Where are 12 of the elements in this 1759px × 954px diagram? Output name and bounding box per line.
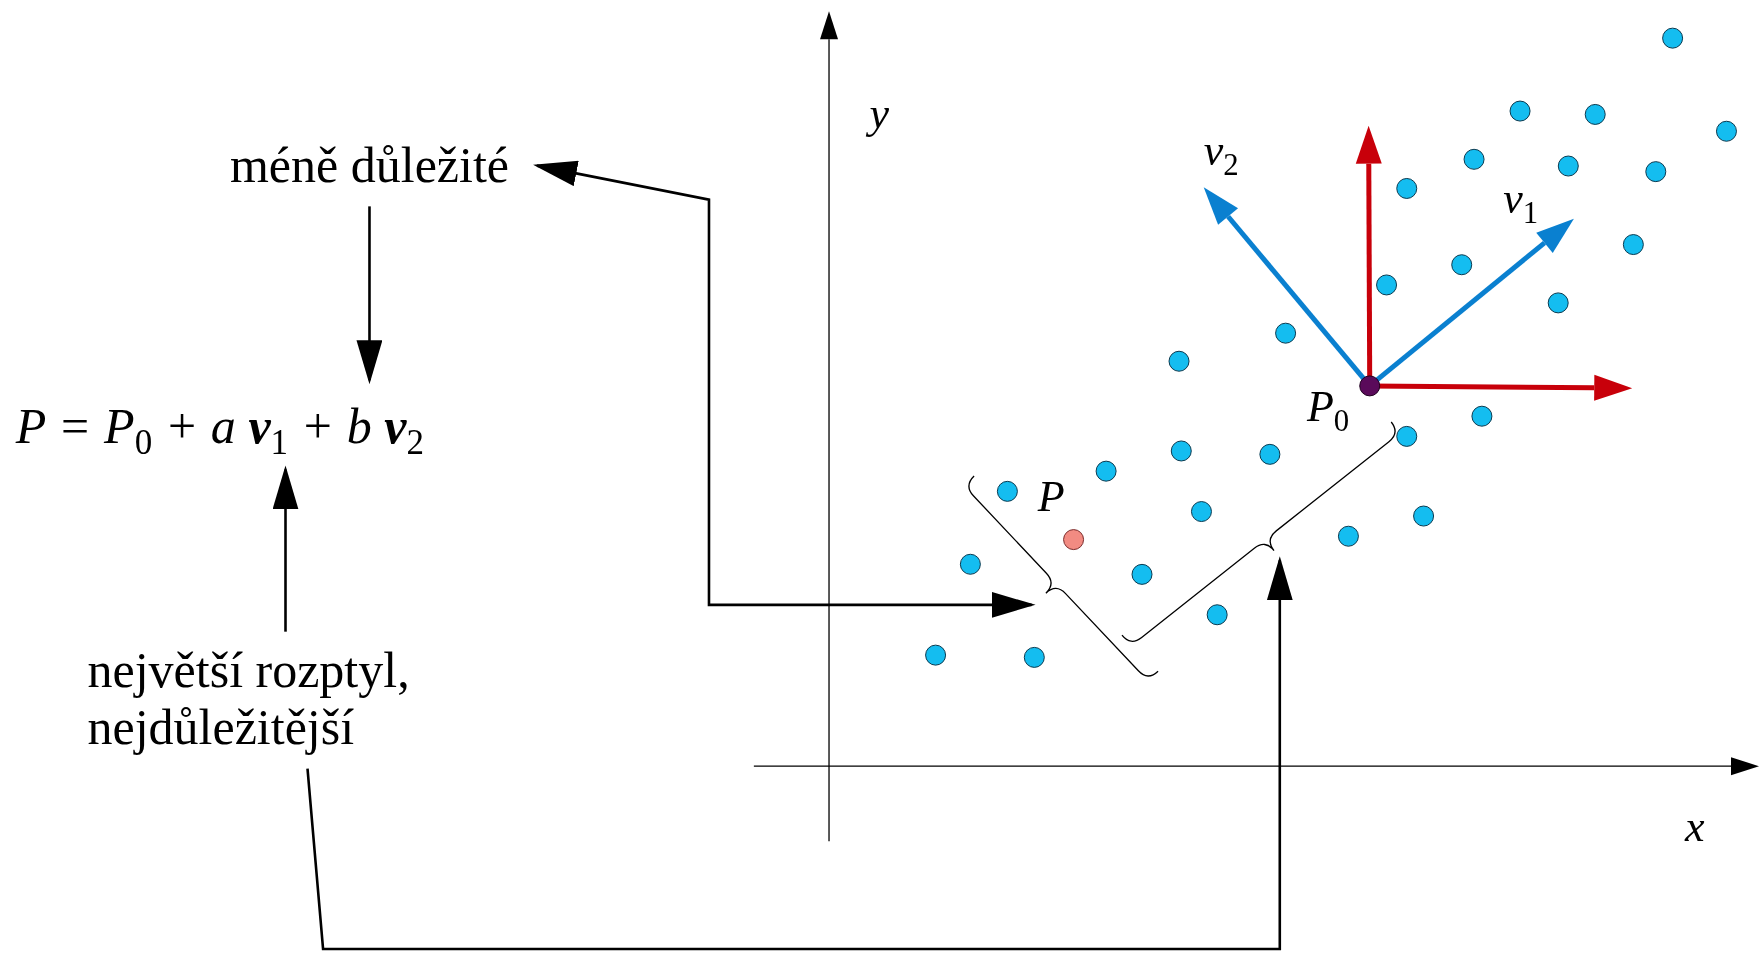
arrow: [306, 556, 1293, 951]
arrow: [272, 465, 299, 632]
math-label: P$_{0}$: [1306, 384, 1350, 437]
formula: P = P$_{0}$ + a v$_{1}$ + b v$_{2}$: [15, 398, 425, 464]
math-label: v$_{1}$: [1503, 177, 1539, 229]
math-label: v$_{2}$: [1203, 129, 1239, 181]
annotation-text: méně důležité: [229, 136, 509, 195]
math-label: x: [1684, 805, 1705, 850]
arrow: [356, 206, 383, 385]
math-label: P: [1037, 474, 1065, 519]
annotation-text: největší rozptyl, nejdůležitější: [87, 641, 411, 757]
arrow: [533, 160, 1036, 618]
